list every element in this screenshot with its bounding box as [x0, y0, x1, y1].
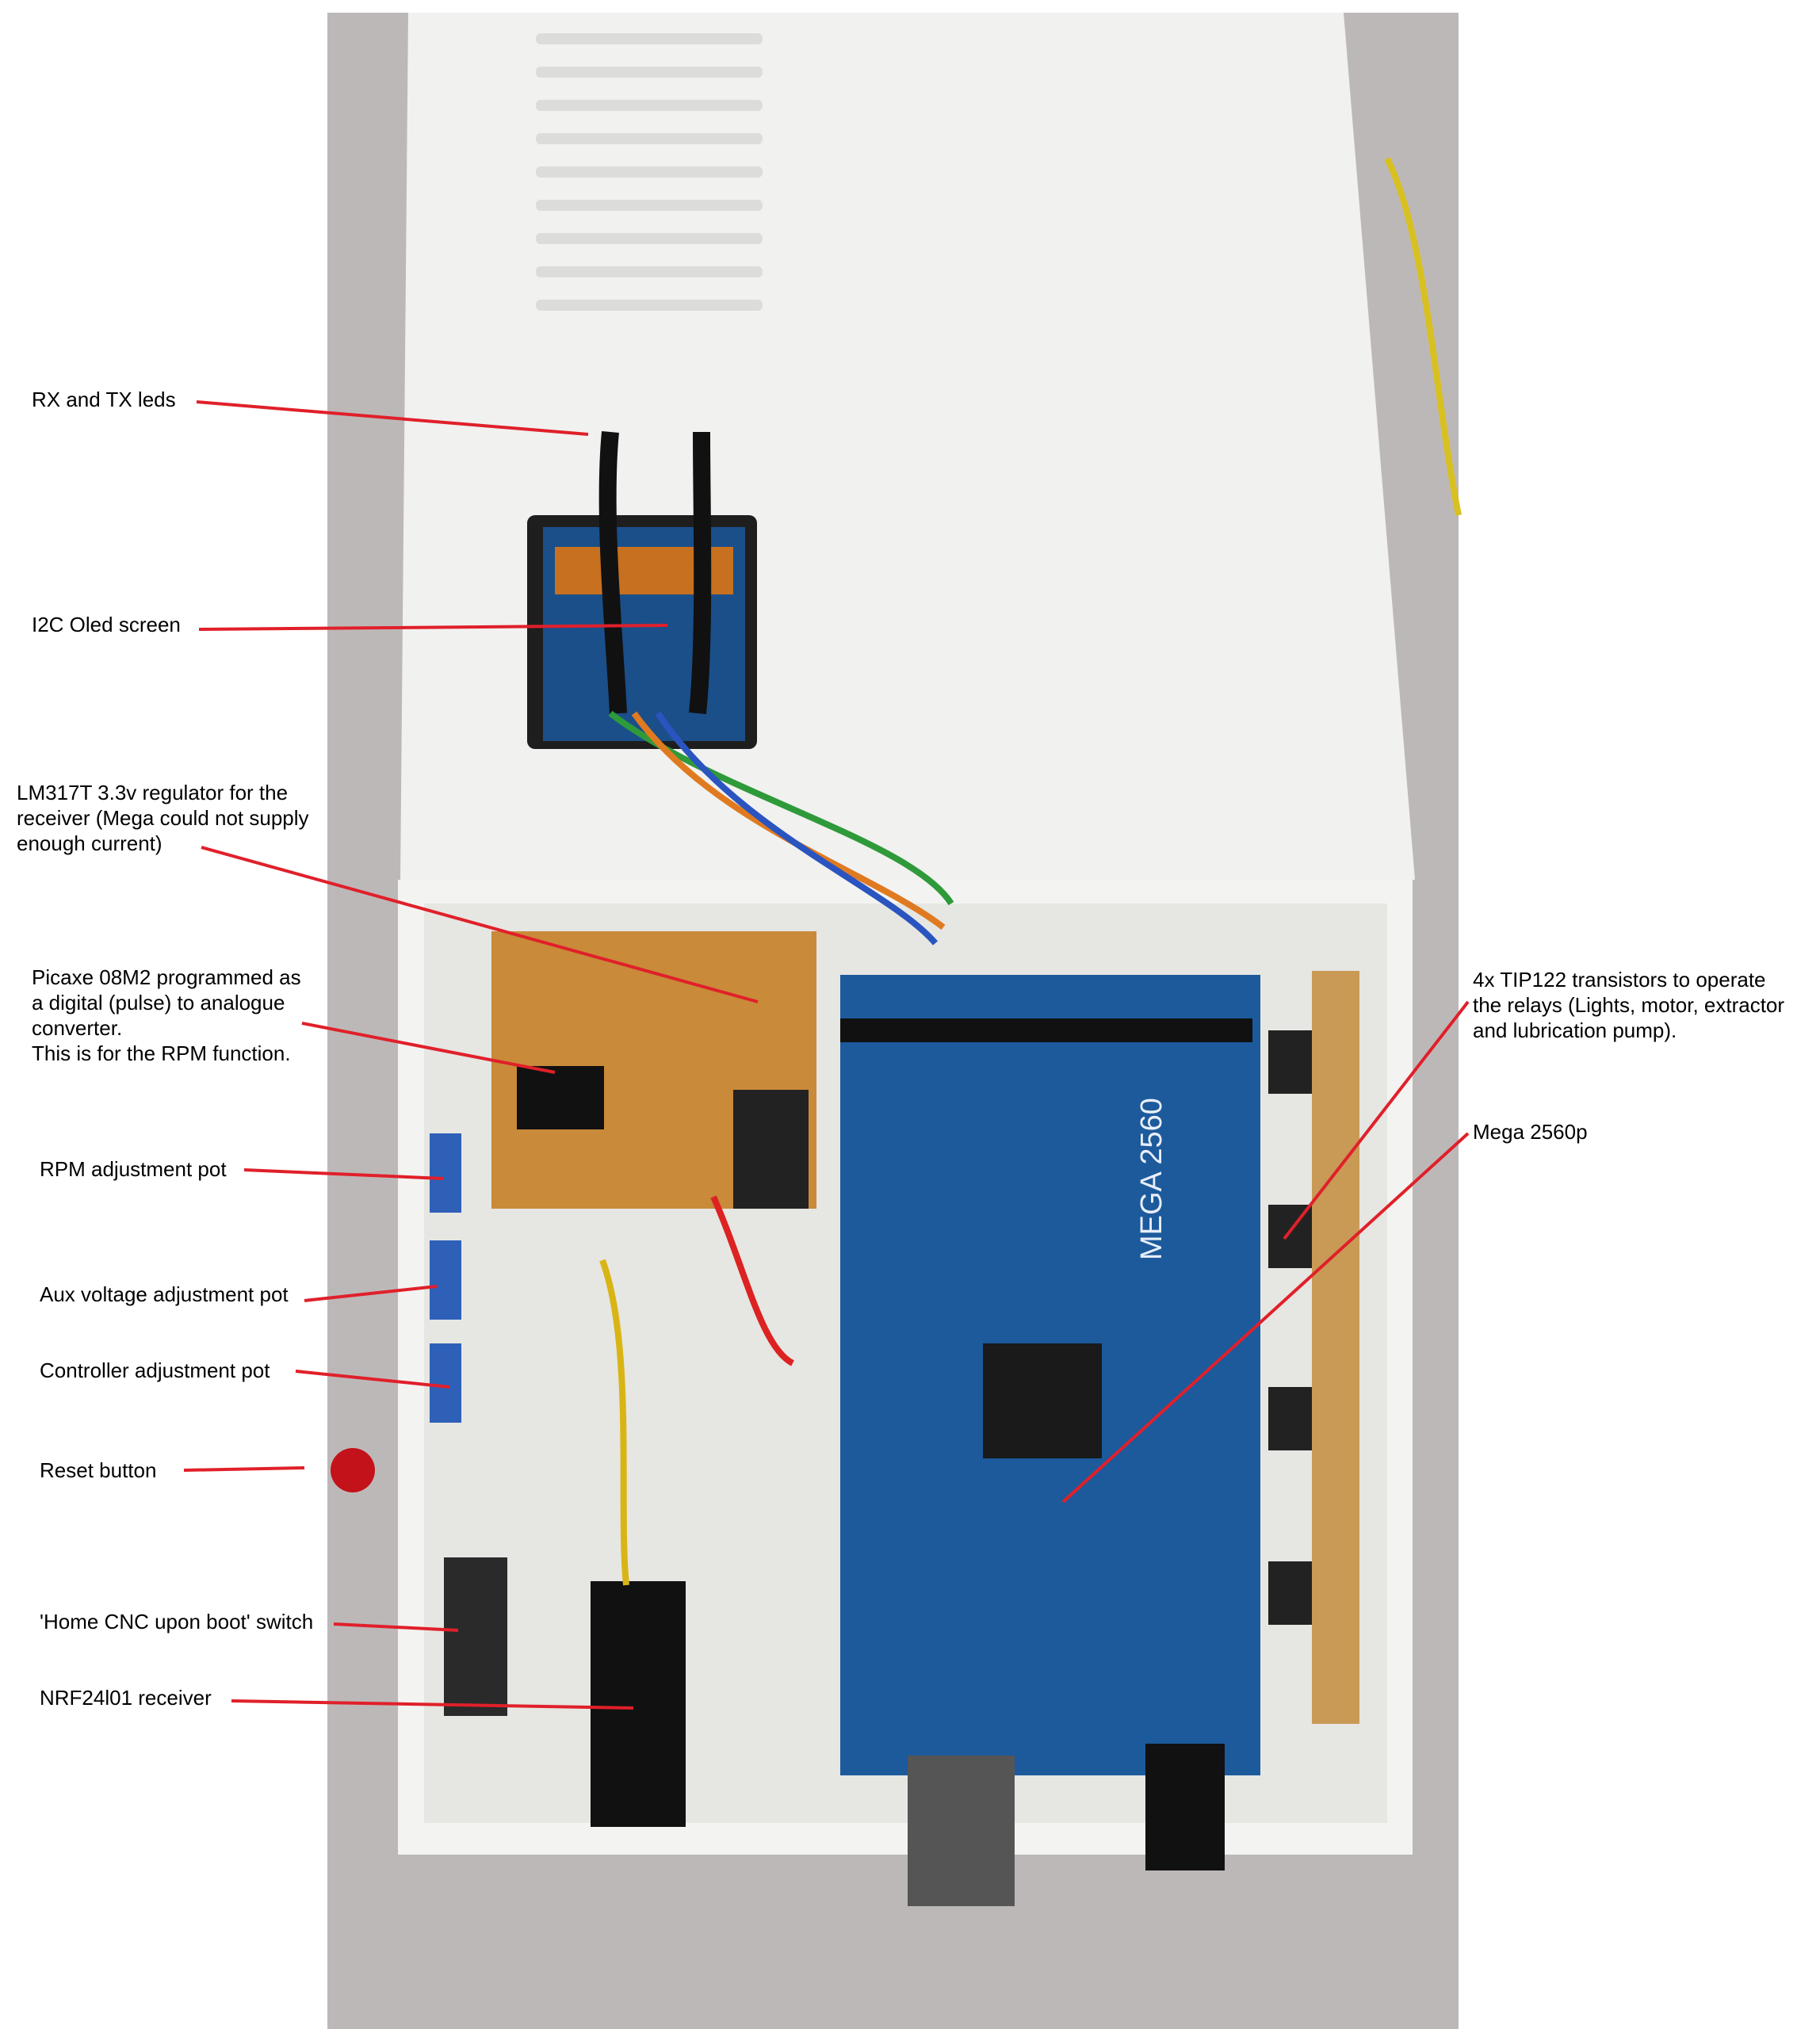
- atmega-chip: [983, 1343, 1102, 1458]
- leader-mega: [1061, 1132, 1470, 1504]
- tip122-transistors: [1268, 1030, 1312, 1625]
- transistor-stripboard: [1312, 971, 1359, 1724]
- leader-picaxe: [301, 1022, 556, 1074]
- oled-screen: [527, 430, 757, 749]
- label-nrf: NRF24l01 receiver: [40, 1686, 212, 1710]
- picaxe-chip: [517, 1066, 604, 1129]
- leader-oled: [198, 624, 668, 631]
- leader-rpm-pot: [243, 1168, 444, 1180]
- reset-button: [331, 1448, 375, 1492]
- wiring: [599, 157, 1462, 1586]
- label-lm317: LM317T 3.3v regulator for the receiver (…: [17, 781, 309, 855]
- label-picaxe: Picaxe 08M2 programmed as a digital (pul…: [32, 965, 301, 1065]
- label-controller-pot: Controller adjustment pot: [40, 1358, 270, 1382]
- leader-nrf: [231, 1699, 634, 1710]
- power-jack: [1145, 1744, 1225, 1870]
- leader-tip122: [1283, 1000, 1470, 1240]
- leader-controller-pot: [295, 1370, 450, 1389]
- label-mega: Mega 2560p: [1473, 1120, 1588, 1144]
- lm317-regulator: [733, 1090, 809, 1209]
- leader-reset: [183, 1466, 305, 1472]
- leader-rx-tx: [196, 400, 589, 436]
- usb-port: [908, 1756, 1015, 1906]
- label-oled: I2C Oled screen: [32, 613, 181, 636]
- label-home-switch: 'Home CNC upon boot' switch: [40, 1610, 314, 1634]
- leader-home-switch: [333, 1622, 459, 1632]
- leader-lines: [183, 400, 1470, 1710]
- leader-lm317: [201, 846, 759, 1003]
- label-rpm-pot: RPM adjustment pot: [40, 1157, 227, 1181]
- label-reset: Reset button: [40, 1458, 157, 1482]
- leader-aux-pot: [304, 1285, 438, 1302]
- home-switch: [444, 1557, 507, 1716]
- trim-pots: [430, 1133, 461, 1423]
- header-pins: [840, 1018, 1252, 1042]
- label-aux-pot: Aux voltage adjustment pot: [40, 1282, 289, 1306]
- label-tip122: 4x TIP122 transistors to operate the rel…: [1473, 968, 1785, 1042]
- vent-slots: [536, 33, 763, 311]
- label-rx-tx: RX and TX leds: [32, 388, 176, 411]
- nrf24l01-receiver: [591, 1581, 686, 1827]
- board-name: MEGA 2560: [1135, 1098, 1168, 1260]
